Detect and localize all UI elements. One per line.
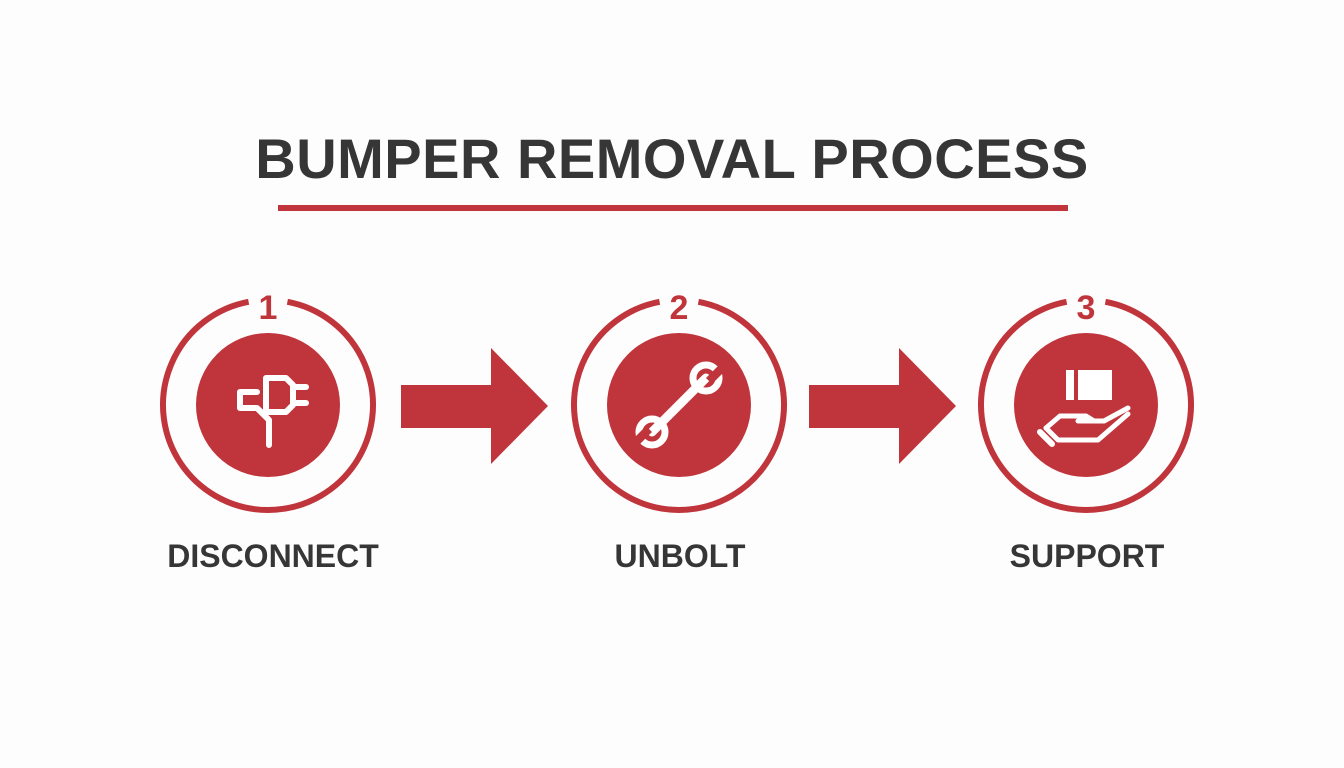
step-3-number: 3 [1077, 289, 1096, 327]
step-1-label: DISCONNECT [167, 538, 379, 574]
title-underline [278, 205, 1068, 211]
step-3: 3 [978, 289, 1194, 513]
arrow-1-to-2 [401, 348, 548, 464]
step-1-number: 1 [259, 289, 278, 327]
step-1: 1 [160, 289, 376, 513]
step-2-label: UNBOLT [614, 538, 746, 574]
step-2: 2 [571, 289, 787, 513]
wrench-icon [635, 361, 723, 449]
step-3-label: SUPPORT [1009, 538, 1165, 574]
diagram-title: BUMPER REMOVAL PROCESS [255, 127, 1089, 190]
step-2-ring [571, 298, 787, 513]
step-3-disc [1014, 333, 1158, 477]
step-2-number: 2 [670, 289, 689, 327]
step-3-ring [978, 298, 1194, 513]
plug-icon [237, 375, 309, 448]
arrow-2-to-3 [809, 348, 956, 464]
wrench-jaws [630, 362, 728, 448]
step-1-ring [160, 298, 376, 513]
hand-holding-box-icon [1037, 370, 1131, 447]
